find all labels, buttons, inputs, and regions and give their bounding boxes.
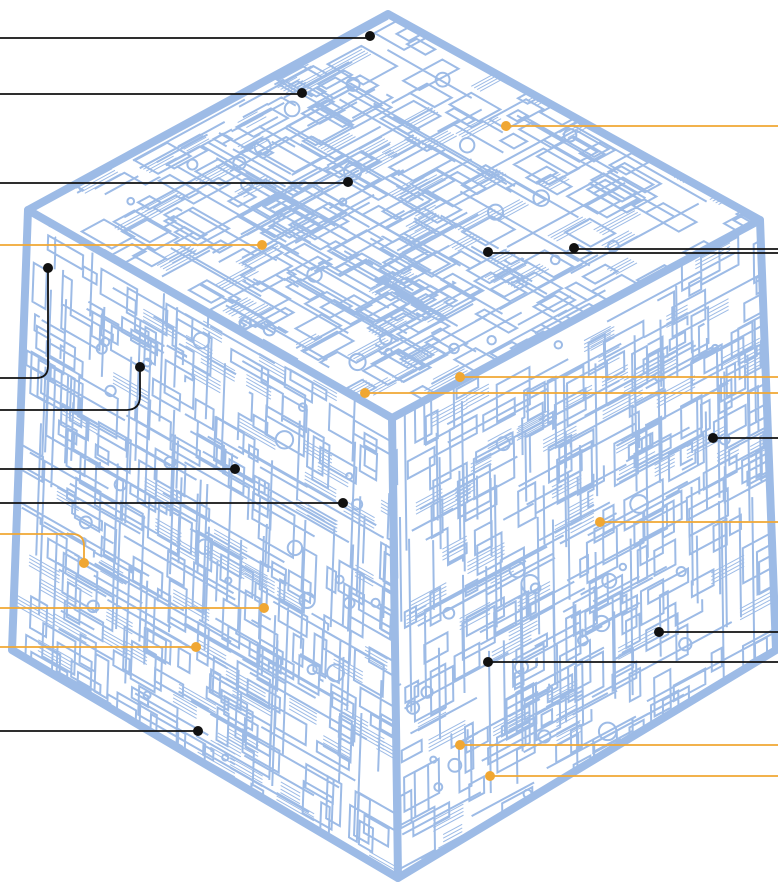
callout-top-1 bbox=[0, 31, 375, 41]
